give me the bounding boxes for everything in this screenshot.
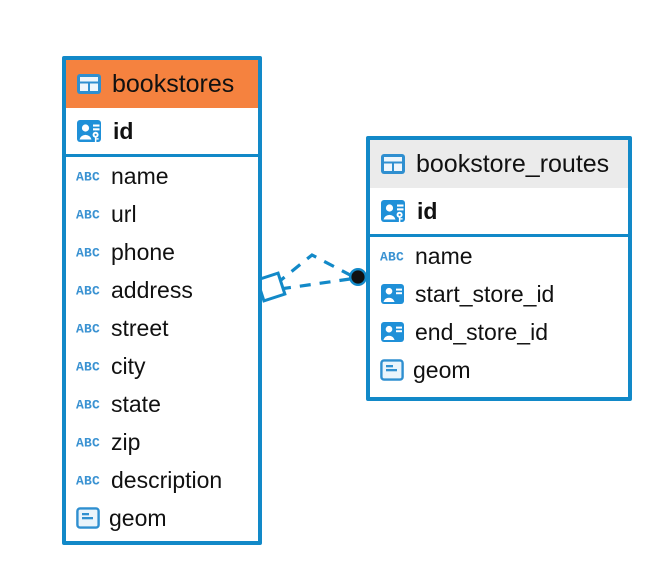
filled-circle-marker [349,268,367,286]
field-row-description[interactable]: ABC description [66,461,258,499]
abc-text-icon: ABC [76,435,102,450]
field-row-url[interactable]: ABC url [66,195,258,233]
field-row-state[interactable]: ABC state [66,385,258,423]
field-row-street[interactable]: ABC street [66,309,258,347]
svg-text:ABC: ABC [76,170,100,184]
field-list-bookstore-routes: ABC name start_store_id [370,237,628,389]
svg-text:ABC: ABC [76,246,100,260]
field-row-id[interactable]: id [66,108,258,154]
field-label: id [113,117,134,144]
entity-bookstore-routes[interactable]: bookstore_routes [366,136,632,401]
primary-key-section-bookstores: id [66,108,258,157]
primary-key-section-bookstore-routes: id [370,188,628,237]
field-label: description [111,466,223,493]
relationship-line-lower [279,277,351,291]
abc-text-icon: ABC [380,249,406,264]
table-icon [76,73,102,95]
svg-text:ABC: ABC [76,208,100,222]
field-label: geom [413,356,471,383]
field-row-geom[interactable]: geom [370,351,628,389]
entity-header-bookstores[interactable]: bookstores [66,60,258,108]
svg-text:ABC: ABC [76,398,100,412]
primary-key-icon [76,118,104,144]
field-label: city [111,352,146,379]
svg-text:ABC: ABC [76,474,100,488]
svg-text:ABC: ABC [76,322,100,336]
abc-text-icon: ABC [76,397,102,412]
primary-key-icon [380,198,408,224]
svg-text:ABC: ABC [380,250,404,264]
field-label: phone [111,238,175,265]
field-row-name[interactable]: ABC name [66,157,258,195]
entity-title: bookstore_routes [416,149,610,178]
field-row-address[interactable]: ABC address [66,271,258,309]
abc-text-icon: ABC [76,359,102,374]
svg-text:ABC: ABC [76,360,100,374]
field-label: start_store_id [415,280,555,307]
relationship-line-upper [274,253,353,286]
entity-header-bookstore-routes[interactable]: bookstore_routes [370,140,628,188]
field-label: name [415,242,473,269]
field-row-end-store-id[interactable]: end_store_id [370,313,628,351]
field-row-city[interactable]: ABC city [66,347,258,385]
table-icon [380,153,406,175]
entity-title: bookstores [112,69,235,98]
field-label: state [111,390,161,417]
field-row-start-store-id[interactable]: start_store_id [370,275,628,313]
svg-text:ABC: ABC [76,436,100,450]
foreign-key-icon [380,283,406,305]
geometry-icon [380,359,404,381]
field-row-id[interactable]: id [370,188,628,234]
field-label: id [417,197,438,224]
field-label: url [111,200,137,227]
field-label: geom [109,504,167,531]
svg-text:ABC: ABC [76,284,100,298]
geometry-icon [76,507,100,529]
field-list-bookstores: ABC name ABC url ABC p [66,157,258,537]
abc-text-icon: ABC [76,321,102,336]
abc-text-icon: ABC [76,169,102,184]
field-label: end_store_id [415,318,548,345]
field-label: zip [111,428,141,455]
field-row-name[interactable]: ABC name [370,237,628,275]
field-row-zip[interactable]: ABC zip [66,423,258,461]
field-label: address [111,276,193,303]
abc-text-icon: ABC [76,473,102,488]
entity-bookstores[interactable]: bookstores id [62,56,262,545]
field-label: name [111,162,169,189]
field-row-phone[interactable]: ABC phone [66,233,258,271]
field-label: street [111,314,169,341]
foreign-key-icon [380,321,406,343]
field-row-geom[interactable]: geom [66,499,258,537]
abc-text-icon: ABC [76,283,102,298]
abc-text-icon: ABC [76,245,102,260]
abc-text-icon: ABC [76,207,102,222]
